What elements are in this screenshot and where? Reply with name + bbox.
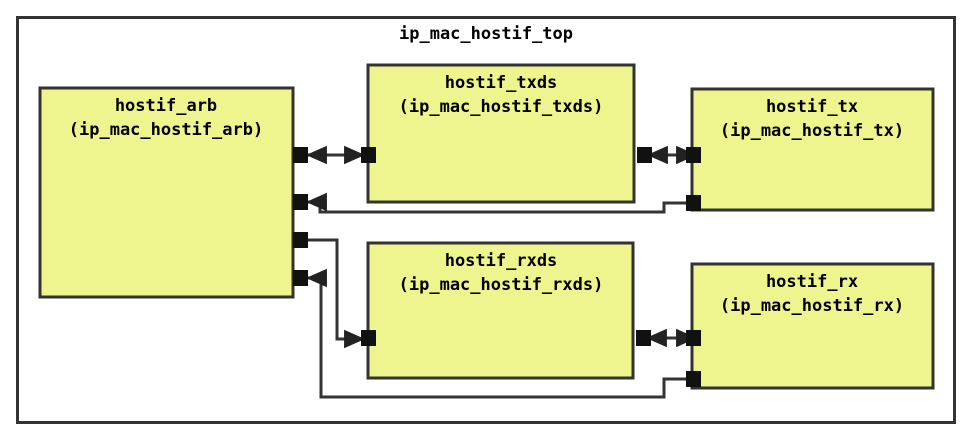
port-rx-left-lower[interactable] <box>686 371 701 387</box>
block-hostif-rx-name: hostif_rx <box>766 272 858 292</box>
port-arb-rx-return[interactable] <box>293 270 308 286</box>
block-hostif-arb-body[interactable] <box>38 86 295 299</box>
port-txds-left[interactable] <box>361 147 376 163</box>
block-hostif-tx-module: (ip_mac_hostif_tx) <box>720 121 904 141</box>
block-hostif-tx[interactable]: hostif_tx (ip_mac_hostif_tx) <box>690 87 935 212</box>
block-hostif-txds-name: hostif_txds <box>445 73 558 93</box>
port-tx-left-lower[interactable] <box>686 195 701 211</box>
block-hostif-rx-module: (ip_mac_hostif_rx) <box>720 296 904 316</box>
port-rxds-left[interactable] <box>361 330 376 346</box>
port-arb-txds[interactable] <box>293 147 308 163</box>
block-hostif-rxds-module: (ip_mac_hostif_rxds) <box>399 275 604 295</box>
port-arb-tx-return[interactable] <box>293 194 308 210</box>
wire-arb-rx <box>305 268 686 399</box>
wire-arb-rxds <box>307 238 366 349</box>
block-hostif-txds-body[interactable] <box>366 63 636 204</box>
port-txds-right[interactable] <box>637 147 652 163</box>
block-hostif-tx-name: hostif_tx <box>766 97 858 117</box>
block-hostif-arb-module: (ip_mac_hostif_arb) <box>69 120 263 140</box>
port-tx-left[interactable] <box>686 147 701 163</box>
port-arb-rxds[interactable] <box>293 232 308 248</box>
block-hostif-rx[interactable]: hostif_rx (ip_mac_hostif_rx) <box>690 262 935 390</box>
port-rx-left[interactable] <box>686 330 701 346</box>
block-hostif-arb[interactable]: hostif_arb (ip_mac_hostif_arb) <box>38 86 295 299</box>
block-hostif-rxds[interactable]: hostif_rxds (ip_mac_hostif_rxds) <box>366 241 635 380</box>
block-hostif-txds-module: (ip_mac_hostif_txds) <box>399 97 604 117</box>
block-hostif-rx-body[interactable] <box>690 262 935 390</box>
block-hostif-rxds-name: hostif_rxds <box>445 251 558 271</box>
block-hostif-txds[interactable]: hostif_txds (ip_mac_hostif_txds) <box>366 63 636 204</box>
block-hostif-arb-name: hostif_arb <box>115 96 217 116</box>
wire-tx-arb <box>305 192 686 214</box>
block-hostif-tx-body[interactable] <box>690 87 935 212</box>
port-rxds-right[interactable] <box>636 330 651 346</box>
diagram-title: ip_mac_hostif_top <box>399 24 573 44</box>
block-hostif-rxds-body[interactable] <box>366 241 635 380</box>
